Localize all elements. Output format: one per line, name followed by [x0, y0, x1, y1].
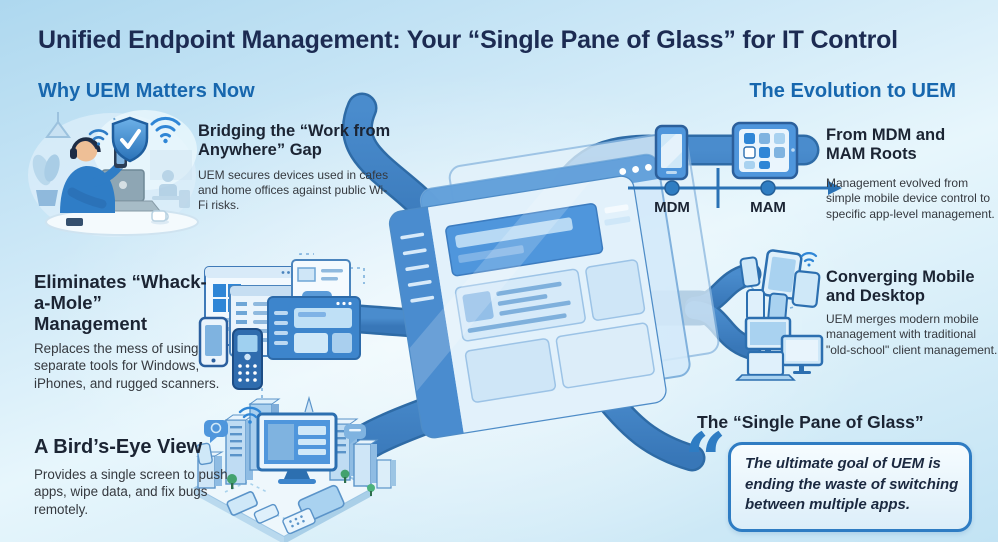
central-monitor-icon — [256, 412, 338, 484]
chat-bubble-icon-right — [344, 424, 366, 444]
timeline-label-mam: MAM — [750, 199, 786, 216]
mdm-phone-icon — [654, 124, 689, 181]
section-body-birds-eye: Provides a single screen to push apps, w… — [34, 467, 228, 517]
dotted-link — [113, 117, 125, 143]
mdm-mam-timeline — [628, 168, 842, 208]
wifi-icon-cluster — [800, 252, 818, 267]
plant-icon — [32, 154, 60, 206]
lamp-icon — [45, 112, 71, 138]
left-column-heading: Why UEM Matters Now — [38, 80, 255, 102]
laptop-icon-2 — [735, 350, 796, 381]
section-heading-work-from-anywhere: Bridging the “Work from Anywhere” Gap — [198, 122, 391, 160]
desktop-device-cluster — [735, 316, 824, 381]
timeline-label-mdm: MDM — [654, 199, 690, 216]
small-phone-flat — [196, 442, 213, 466]
section-heading-single-pane: The “Single Pane of Glass” — [697, 412, 924, 432]
mam-app-tablet-icon — [731, 121, 799, 180]
trees — [227, 469, 375, 496]
cafe-background — [150, 150, 192, 208]
section-body-whack-a-mole: Replaces the mess of using separate tool… — [34, 341, 220, 391]
flat-devices — [226, 484, 345, 535]
section-heading-whack-a-mole: Eliminates “Whack-a-Mole” Management — [34, 271, 207, 335]
quote-text: The ultimate goal of UEM is ending the w… — [745, 455, 959, 514]
main-title: Unified Endpoint Management: Your “Singl… — [38, 26, 898, 54]
section-heading-mdm-mam: From MDM and MAM Roots — [826, 126, 946, 164]
right-column-heading: The Evolution to UEM — [749, 80, 956, 102]
chat-bubble-icon-left — [204, 420, 228, 443]
shield-check-icon — [111, 116, 149, 163]
section-body-converging: UEM merges modern mobile management with… — [826, 312, 998, 357]
monitor-icon-2 — [780, 334, 824, 374]
remote-worker-illustration — [28, 110, 199, 237]
rugged-scanner-icon — [232, 328, 263, 390]
birds-eye-city-illustration — [192, 395, 396, 542]
phone-on-table — [66, 218, 83, 226]
section-body-mdm-mam: Management evolved from simple mobile de… — [826, 176, 995, 221]
coffee-cup-icon — [151, 210, 169, 225]
mobile-device-cluster — [739, 249, 821, 328]
wifi-icon-city — [238, 406, 262, 424]
iphone-icon — [198, 316, 229, 368]
wifi-icon-right — [150, 116, 181, 144]
section-heading-converging: Converging Mobile and Desktop — [826, 268, 975, 306]
section-heading-birds-eye: A Bird’s-Eye View — [34, 436, 203, 458]
console-window-icon — [267, 296, 361, 360]
worker-person — [60, 137, 127, 213]
uem-console-window — [388, 130, 720, 439]
separate-tools-cluster — [198, 253, 365, 403]
section-body-work-from-anywhere: UEM secures devices used in cafes and ho… — [198, 168, 389, 213]
quote-icon: “ — [684, 418, 727, 504]
wifi-icon-left — [88, 129, 109, 146]
quote-box: The ultimate goal of UEM is ending the w… — [728, 442, 972, 532]
